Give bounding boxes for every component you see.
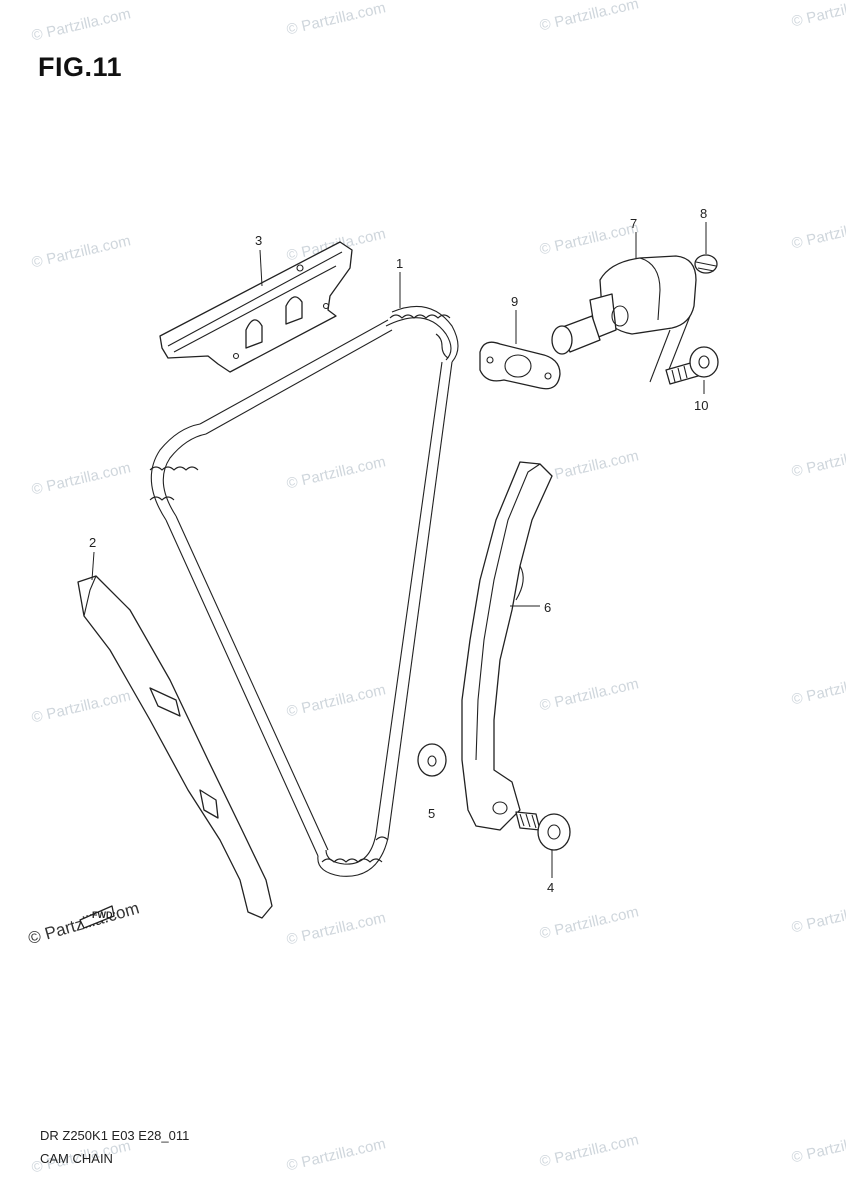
front-chain-guide-part[interactable]: [77, 575, 273, 919]
washer-part[interactable]: [417, 743, 447, 777]
callout-7: 7: [630, 216, 637, 231]
fwd-label: FWD: [92, 910, 113, 920]
tensioner-cap-part[interactable]: [694, 254, 718, 274]
callout-2: 2: [89, 535, 96, 550]
rear-chain-tensioner-guide-part[interactable]: [461, 461, 553, 831]
callout-3: 3: [255, 233, 262, 248]
cam-chain-part[interactable]: [149, 305, 459, 877]
callout-1: 1: [396, 256, 403, 271]
tensioner-gasket-part[interactable]: [479, 341, 561, 390]
callout-8: 8: [700, 206, 707, 221]
callout-10: 10: [694, 398, 708, 413]
model-code: DR Z250K1 E03 E28_011: [40, 1128, 190, 1143]
figure-title: FIG.11: [38, 52, 123, 82]
guide-bolt-part[interactable]: [515, 811, 571, 851]
forward-direction-marker: FWD: [79, 905, 115, 929]
upper-chain-guide-part[interactable]: [159, 241, 353, 373]
callout-6: 6: [544, 600, 551, 615]
tensioner-bolt-part[interactable]: [665, 346, 719, 385]
callout-5: 5: [428, 806, 435, 821]
callout-4: 4: [547, 880, 554, 895]
chain-tensioner-assembly-part[interactable]: [551, 255, 697, 383]
leader-lines: [91, 222, 707, 878]
callout-9: 9: [511, 294, 518, 309]
section-name: CAM CHAIN: [40, 1151, 113, 1166]
